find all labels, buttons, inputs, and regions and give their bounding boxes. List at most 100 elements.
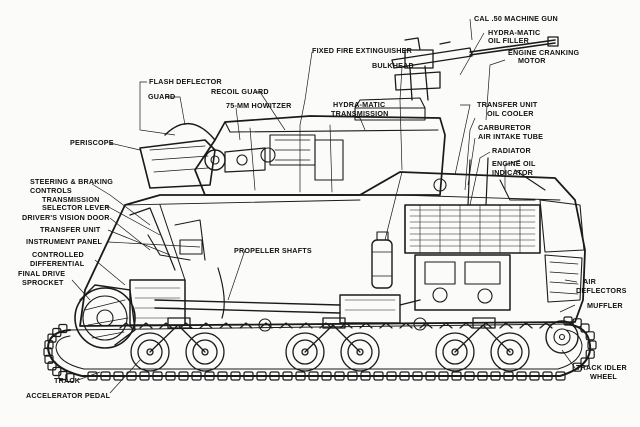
label-track-idler-wheel-line1: TRACK IDLER [576, 363, 627, 372]
track-shoe [542, 371, 553, 381]
label-transmission-selector-line2: SELECTOR LEVER [42, 203, 110, 212]
label-propeller-shafts: PROPELLER SHAFTS [234, 246, 312, 255]
label-hydramatic-oil-filler-line1: HYDRA-MATIC [488, 28, 541, 37]
leader-lines [71, 18, 578, 394]
track-shoe [587, 340, 597, 350]
drivetrain [129, 267, 421, 326]
label-muffler: MUFFLER [587, 301, 623, 310]
track-shoe [308, 371, 319, 381]
track-shoe [178, 371, 189, 381]
label-periscope: PERISCOPE [70, 138, 114, 147]
label-fixed-fire-extinguisher: FIXED FIRE EXTINGUISHER [312, 46, 413, 55]
turret [194, 97, 446, 196]
track-shoe [555, 371, 566, 381]
track-shoe [269, 371, 280, 381]
label-transmission-selector-line1: TRANSMISSION [42, 195, 100, 204]
label-carburetor-line2: AIR INTAKE TUBE [478, 132, 544, 141]
track-guide-tooth [239, 322, 253, 329]
label-hydramatic-transmission-line1: HYDRA-MATIC [333, 100, 386, 109]
track-shoe [503, 371, 514, 381]
track-shoe [451, 371, 462, 381]
track-shoe [65, 373, 75, 383]
label-final-drive-sprocket-line1: FINAL DRIVE [18, 269, 66, 278]
track-shoe [44, 340, 54, 350]
label-engine-oil-indicator-line2: INDICATOR [492, 168, 534, 177]
engine [404, 157, 546, 311]
track-shoe [113, 371, 124, 381]
track-shoe [139, 371, 150, 381]
track-shoe [165, 371, 176, 381]
label-engine-cranking-motor-line2: MOTOR [518, 56, 546, 65]
track-guide-tooth [219, 322, 233, 329]
label-transfer-unit-oil-cooler-line1: TRANSFER UNIT [477, 100, 538, 109]
track-shoe [47, 333, 57, 343]
label-radiator: RADIATOR [492, 146, 531, 155]
track-shoe [360, 371, 371, 381]
track-shoe [217, 371, 228, 381]
track-guide-tooth [499, 322, 513, 329]
track-shoe [321, 371, 332, 381]
track [43, 316, 597, 383]
track-shoe [386, 371, 397, 381]
track-shoe [43, 347, 53, 357]
fire-extinguisher [371, 231, 393, 289]
label-cal50-machine-gun: CAL .50 MACHINE GUN [474, 14, 558, 23]
track-guide-tooth [199, 322, 213, 329]
track-guide-tooth [299, 322, 313, 329]
track-shoe [191, 371, 202, 381]
track-shoe [399, 371, 410, 381]
track-guide-tooth [259, 322, 273, 329]
track-shoe [152, 371, 163, 381]
label-guard: GUARD [148, 92, 176, 101]
label-steering-braking-controls-line1: STEERING & BRAKING [30, 177, 114, 186]
track-shoe [44, 354, 54, 364]
track-shoe [100, 371, 111, 381]
label-track-idler-wheel-line2: WHEEL [590, 372, 617, 381]
track-shoe [529, 371, 540, 381]
track-shoe [230, 371, 241, 381]
label-hydramatic-transmission-line2: TRANSMISSION [331, 109, 389, 118]
track-shoe [490, 371, 501, 381]
track-shoe [334, 371, 345, 381]
howitzer-mantlet [139, 122, 266, 189]
track-shoe [412, 371, 423, 381]
label-engine-cranking-motor-line1: ENGINE CRANKING [508, 48, 580, 57]
label-controlled-differential-line2: DIFFERENTIAL [30, 259, 85, 268]
label-flash-deflector: FLASH DEFLECTOR [149, 77, 222, 86]
track-shoe [438, 371, 449, 381]
track-shoe [585, 349, 595, 359]
label-engine-oil-indicator-line1: ENGINE OIL [492, 159, 536, 168]
track-shoe [204, 371, 215, 381]
track-shoe [47, 361, 57, 371]
road-wheels [130, 317, 530, 372]
track-idler-wheel [545, 320, 579, 354]
track-shoe [516, 371, 527, 381]
track-shoe [256, 371, 267, 381]
track-shoe [347, 371, 358, 381]
track-shoe [52, 366, 62, 377]
label-steering-braking-controls-line2: CONTROLS [30, 186, 72, 195]
track-guide-tooth [159, 322, 173, 329]
label-instrument-panel: INSTRUMENT PANEL [26, 237, 103, 246]
label-transfer-unit-oil-cooler-line2: OIL COOLER [487, 109, 534, 118]
track-shoe [580, 323, 590, 333]
machine-gun [391, 36, 559, 101]
track-shoe [464, 371, 475, 381]
track-shoe [572, 362, 582, 372]
track-guide-tooth [319, 322, 333, 329]
track-shoe [243, 371, 254, 381]
track-shoe [58, 323, 68, 334]
track-shoe [126, 371, 137, 381]
track-shoe [477, 371, 488, 381]
track-shoe [425, 371, 436, 381]
label-transfer-unit: TRANSFER UNIT [40, 225, 101, 234]
label-drivers-vision-door: DRIVER'S VISION DOOR [22, 213, 110, 222]
track-shoe [580, 357, 590, 367]
label-hydramatic-oil-filler-line2: OIL FILLER [488, 36, 529, 45]
label-75mm-howitzer: 75-MM HOWITZER [226, 101, 292, 110]
track-shoe [282, 371, 293, 381]
track-guide-tooth [519, 322, 533, 329]
driver-controls [129, 204, 206, 281]
track-shoe [585, 331, 595, 341]
